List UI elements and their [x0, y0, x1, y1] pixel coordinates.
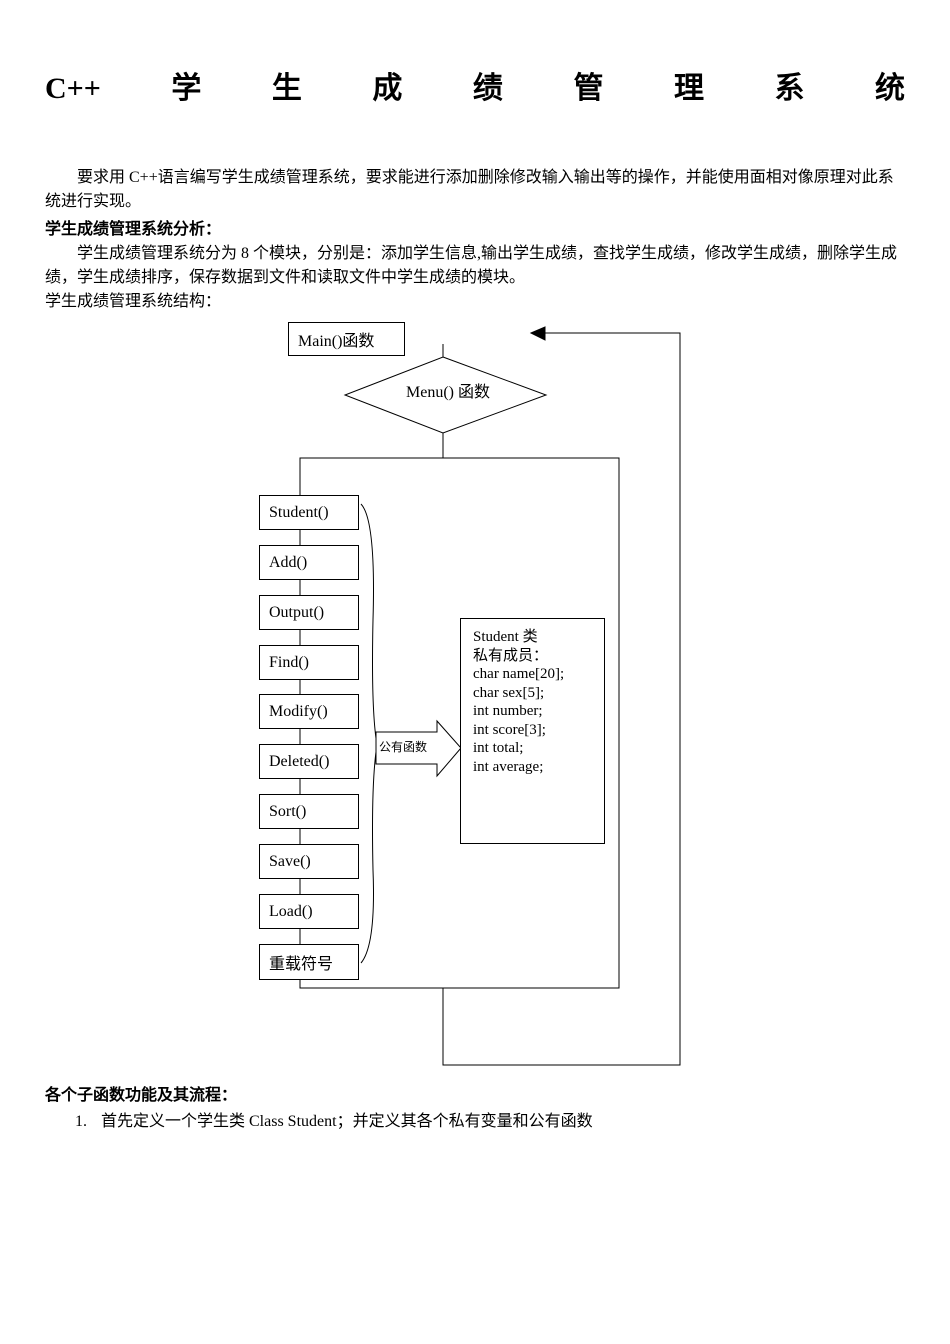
class-box-line: char name[20]; [473, 666, 565, 682]
class-box-line: 私有成员： [473, 647, 549, 664]
box-modify: Modify() [259, 694, 359, 729]
structure-heading: 学生成绩管理系统结构： [45, 293, 222, 310]
menu-diamond-label: Menu() 函数 [406, 384, 490, 401]
class-box-line: int total; [473, 740, 524, 756]
box-deleted: Deleted() [259, 744, 359, 779]
title-prefix: C++ [45, 72, 101, 105]
class-box-line: char sex[5]; [473, 684, 545, 701]
analysis-body: 学生成绩管理系统分为 8 个模块，分别是：添加学生信息,输出学生成绩，查找学生成… [45, 245, 898, 286]
box-student: Student() [259, 495, 359, 530]
list-item: 1. 首先定义一个学生类 Class Student；并定义其各个私有变量和公有… [75, 1110, 905, 1134]
brace-connector [360, 503, 378, 964]
title-char: 管 [573, 72, 604, 105]
page-title: C++ 学 生 成 绩 管 理 系 统 [45, 70, 905, 108]
box-overload: 重载符号 [259, 944, 359, 980]
loop-arrow-head [529, 326, 546, 341]
list-item-text: 首先定义一个学生类 Class Student；并定义其各个私有变量和公有函数 [101, 1113, 593, 1130]
box-sort: Sort() [259, 794, 359, 829]
title-char: 成 [372, 72, 403, 105]
public-functions-arrow-label: 公有函数 [379, 740, 428, 754]
class-box-line: int score[3]; [473, 721, 546, 738]
intro-paragraph: 要求用 C++语言编写学生成绩管理系统，要求能进行添加删除修改输入输出等的操作，… [45, 169, 894, 210]
class-box-line: Student 类 [473, 629, 538, 645]
box-load: Load() [259, 894, 359, 929]
list-item-number: 1. [75, 1113, 87, 1130]
student-class-box: Student 类 私有成员： char name[20]; char sex[… [460, 618, 605, 844]
title-char: 理 [673, 72, 704, 105]
box-main: Main()函数 [288, 322, 405, 356]
class-box-line: int number; [473, 703, 543, 719]
box-find: Find() [259, 645, 359, 680]
class-box-line: int average; [473, 758, 544, 775]
title-char: 学 [171, 72, 202, 105]
box-add: Add() [259, 545, 359, 580]
title-char: 生 [271, 72, 302, 105]
functions-heading: 各个子函数功能及其流程： [45, 1087, 238, 1104]
analysis-heading: 学生成绩管理系统分析： [45, 221, 222, 238]
title-char: 绩 [472, 72, 503, 105]
title-char: 统 [874, 72, 905, 105]
title-char: 系 [774, 72, 805, 105]
box-output: Output() [259, 595, 359, 630]
box-save: Save() [259, 844, 359, 879]
